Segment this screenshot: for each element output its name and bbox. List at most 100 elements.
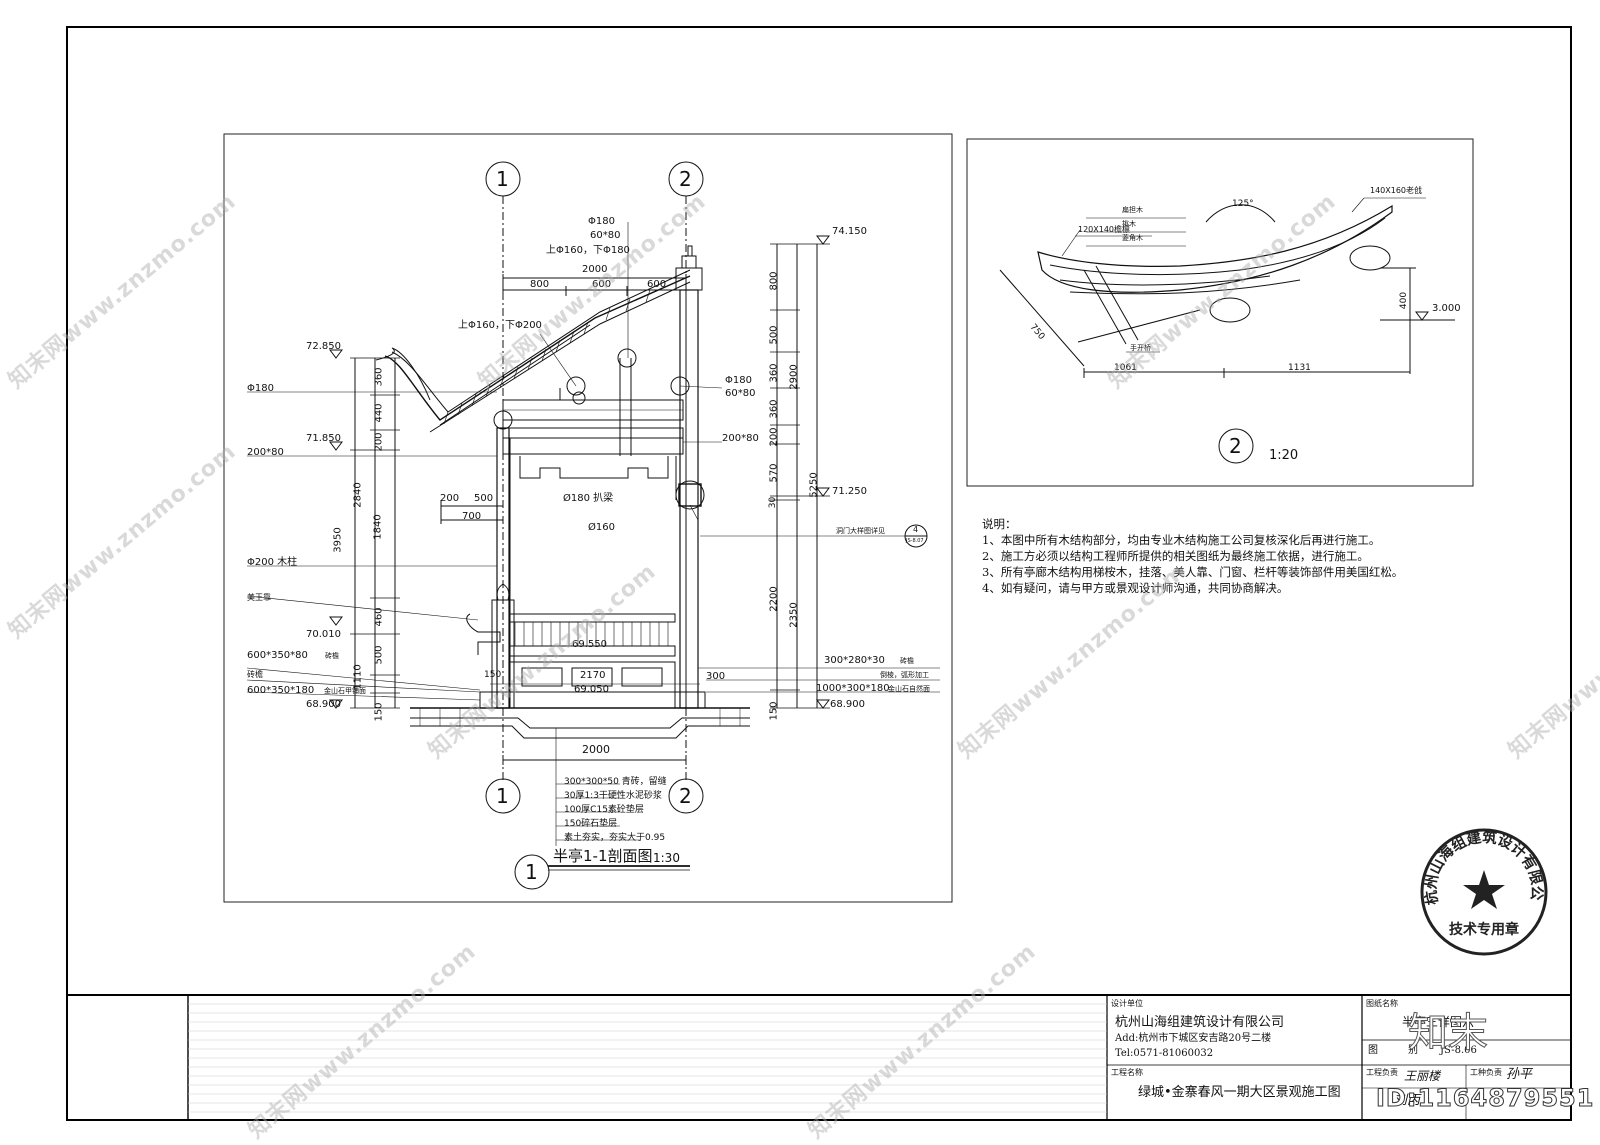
right-total-5250: 5250 bbox=[808, 472, 820, 498]
detail-level: 3.000 bbox=[1432, 303, 1461, 314]
detail-scale: 1:20 bbox=[1269, 448, 1299, 463]
top-label-60x80: 60*80 bbox=[590, 230, 621, 241]
top-dim-600b: 600 bbox=[647, 279, 667, 290]
right-label-stone: 1000*300*180 bbox=[816, 683, 890, 694]
general-notes: 说明： 1、本图中所有木结构部分，均由专业木结构施工公司复核深化后再进行施工。 … bbox=[982, 516, 1403, 596]
level-ground-right: 68.900 bbox=[830, 699, 865, 710]
top-dim-800: 800 bbox=[530, 279, 550, 290]
mid-dim-2170: 2170 bbox=[580, 670, 606, 681]
left-label-stone1: 600*350*80 bbox=[247, 650, 308, 661]
detail-label-3: 菱角木 bbox=[1122, 234, 1143, 242]
right-label-slab: 300*280*30 bbox=[824, 655, 885, 666]
level-ground-left: 68.900 bbox=[306, 699, 341, 710]
right-dim-150: 150 bbox=[768, 701, 780, 721]
grid-label-2-top: 2 bbox=[679, 167, 692, 191]
level-bench: 69.550 bbox=[572, 639, 607, 650]
layer-5: 素土夯实，夯实大于0.95 bbox=[564, 833, 666, 843]
right-label-stone-note: 金山石自然面 bbox=[888, 685, 930, 693]
level-top: 74.150 bbox=[832, 226, 867, 237]
left-label-column: Φ200 木柱 bbox=[247, 557, 298, 568]
designer-signature: 刘丙 bbox=[1394, 1093, 1421, 1108]
grid-label-2-bottom: 2 bbox=[679, 784, 692, 808]
sheet-label-2: 别 bbox=[1408, 1045, 1418, 1056]
section-frame bbox=[223, 133, 953, 903]
section-title: 半亭1-1剖面图 bbox=[553, 847, 653, 865]
watermark-brand: 知末 bbox=[1408, 1010, 1489, 1057]
notes-heading: 说明： bbox=[982, 517, 1017, 531]
level-floor: 69.050 bbox=[574, 684, 609, 695]
right-dim-360a: 360 bbox=[768, 363, 780, 383]
section-scale: 1:30 bbox=[653, 851, 680, 865]
note-1: 1、本图中所有木结构部分，均由专业木结构施工公司复核深化后再进行施工。 bbox=[982, 533, 1381, 547]
drawing-name-label: 图纸名称 bbox=[1366, 999, 1398, 1008]
left-dim-500: 500 bbox=[373, 645, 385, 665]
detail-number: 2 bbox=[1229, 434, 1242, 458]
design-unit-label: 设计单位 bbox=[1111, 999, 1143, 1008]
right-ref-number: 4 bbox=[913, 525, 919, 534]
right-dim-200: 200 bbox=[768, 427, 780, 447]
section-title-number: 1 bbox=[525, 860, 538, 884]
level-eave-low: 71.850 bbox=[306, 433, 341, 444]
right-dim-30: 30 bbox=[768, 496, 779, 509]
layer-1: 300*300*50 青砖，留缝 bbox=[564, 777, 667, 787]
watermark-id: ID:1164879551 bbox=[1375, 1084, 1595, 1113]
company-address: Add:杭州市下城区安吉路20号二楼 bbox=[1115, 1033, 1272, 1044]
drawing-name: 半亭三详图六 bbox=[1402, 1015, 1475, 1029]
title-block-lines bbox=[67, 994, 1571, 1120]
left-dim-150: 150 bbox=[373, 702, 385, 722]
engineer-signature: 王丽楼 bbox=[1404, 1069, 1441, 1083]
company-tel: Tel:0571-81060032 bbox=[1115, 1048, 1214, 1059]
right-label-phi180: Φ180 bbox=[725, 375, 752, 386]
left-dim-440: 440 bbox=[373, 403, 385, 423]
detail-dim-1061: 1061 bbox=[1114, 363, 1137, 373]
left-total-3950: 3950 bbox=[332, 527, 344, 553]
tech-signature: 孙平 bbox=[1506, 1067, 1533, 1082]
mid-dim-500: 500 bbox=[474, 493, 494, 504]
grid-label-1-bottom: 1 bbox=[496, 784, 509, 808]
layer-2: 30厚1:3干硬性水泥砂浆 bbox=[564, 791, 662, 801]
left-label-200x80: 200*80 bbox=[247, 447, 284, 458]
sheet-number: JS-8.06 bbox=[1440, 1045, 1477, 1056]
level-right-mid: 71.250 bbox=[832, 486, 867, 497]
engineer-label: 工程负责 bbox=[1366, 1068, 1398, 1077]
left-total-1110: 1110 bbox=[352, 664, 364, 690]
company-seal: 杭州山海组建筑设计有限公司 技术专用章 bbox=[1411, 813, 1550, 958]
level-eave-high: 72.850 bbox=[306, 341, 341, 352]
right-ref-note: 洞门大样图详见 bbox=[836, 527, 885, 535]
detail-label-4: 120X140檐檩 bbox=[1078, 225, 1131, 234]
layer-3: 100厚C15素砼垫层 bbox=[564, 805, 644, 815]
detail-label-5: 140X160老戗 bbox=[1370, 186, 1423, 195]
right-dim-360b: 360 bbox=[768, 399, 780, 419]
right-total-2350: 2350 bbox=[788, 602, 800, 628]
left-label-phi180: Φ180 bbox=[247, 383, 274, 394]
top-label-up160-down180: 上Φ160，下Φ180 bbox=[546, 245, 630, 256]
company-name: 杭州山海组建筑设计有限公司 bbox=[1115, 1015, 1285, 1030]
level-left-mid: 70.010 bbox=[306, 629, 341, 640]
top-dim-2000: 2000 bbox=[582, 264, 608, 275]
right-dim-2200: 2200 bbox=[768, 586, 780, 612]
project-label: 工程名称 bbox=[1111, 1068, 1143, 1077]
top-dim-600a: 600 bbox=[592, 279, 612, 290]
sheet-border bbox=[66, 26, 1572, 1121]
right-dim-500: 500 bbox=[768, 325, 780, 345]
left-label-bench: 美王靠 bbox=[247, 593, 271, 602]
detail-label-6: 手开桥 bbox=[1130, 344, 1151, 352]
left-label-stone2-note: 金山石甲铺面 bbox=[324, 687, 366, 695]
detail-frame bbox=[966, 138, 1474, 487]
left-dim-1840: 1840 bbox=[372, 514, 384, 540]
left-total-2840: 2840 bbox=[352, 482, 364, 508]
detail-label-2: 挑木 bbox=[1122, 220, 1136, 228]
left-dim-200: 200 bbox=[373, 432, 385, 452]
detail-dim-1131: 1131 bbox=[1288, 363, 1311, 373]
tech-label: 工种负责 bbox=[1470, 1068, 1502, 1077]
left-dim-460: 460 bbox=[373, 607, 385, 627]
grid-label-1-top: 1 bbox=[496, 167, 509, 191]
note-3: 3、所有亭廊木结构用梯桉木，挂落、美人靠、门窗、栏杆等装饰部件用美国红松。 bbox=[982, 565, 1404, 579]
left-label-stone2: 600*350*180 bbox=[247, 685, 315, 696]
mid-label-beam: Ø180 扒梁 bbox=[563, 493, 614, 504]
mid-dim-700: 700 bbox=[462, 511, 482, 522]
left-dim-360: 360 bbox=[373, 367, 385, 387]
detail-drawing bbox=[999, 197, 1455, 464]
right-label-slab-note: 砖檐 bbox=[900, 657, 914, 665]
